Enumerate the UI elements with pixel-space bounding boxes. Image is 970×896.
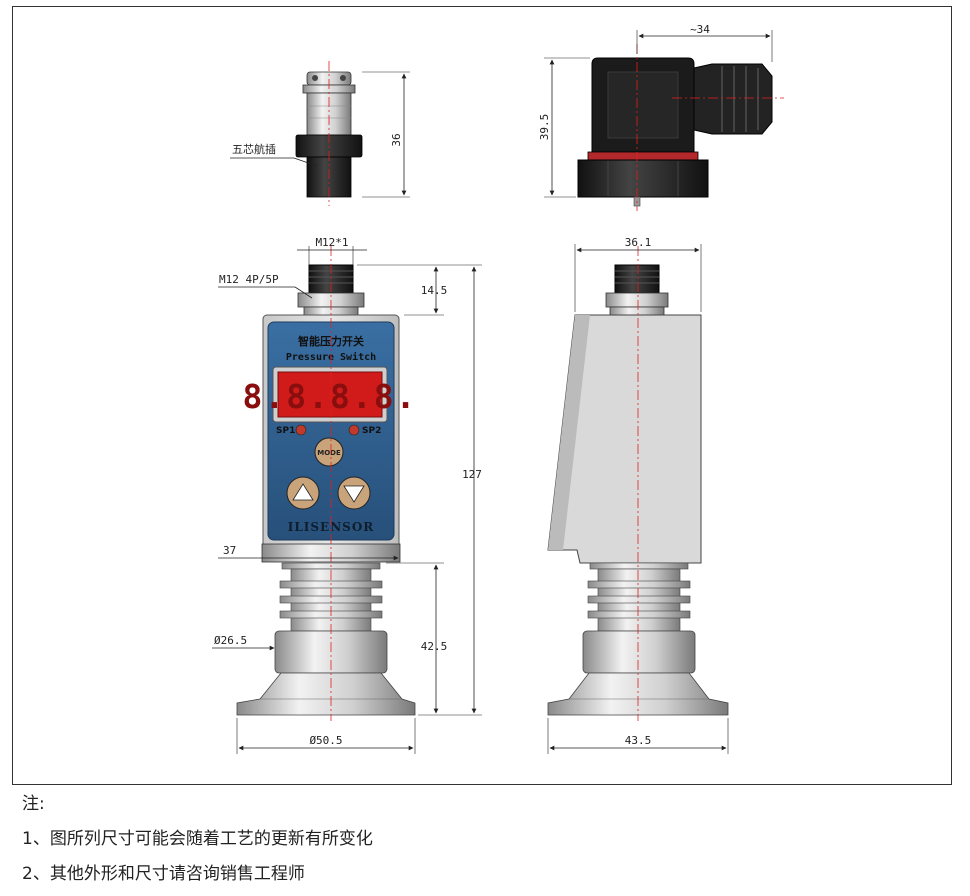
notes-heading: 注: <box>22 794 45 814</box>
five-core-label: 五芯航插 <box>232 142 276 156</box>
m12-pins-label: M12 4P/5P <box>219 273 279 286</box>
notes-section: 注: 1、图所列尺寸可能会随着工艺的更新有所变化 2、其他外形和尺寸请咨询销售工… <box>22 791 373 896</box>
note-item-2: 2、其他外形和尺寸请咨询销售工程师 <box>22 864 305 884</box>
drawing-frame <box>12 6 952 785</box>
dim-fin-height: 42.5 <box>421 640 448 653</box>
note-item-1: 1、图所列尺寸可能会随着工艺的更新有所变化 <box>22 829 373 849</box>
sp1-label: SP1 <box>276 426 295 436</box>
dim-flange-diameter: Ø50.5 <box>309 734 342 747</box>
brand-label: ILISENSOR <box>288 520 375 534</box>
dim-din-width: ~34 <box>690 23 710 36</box>
dim-side-width: 36.1 <box>625 236 652 249</box>
down-arrow-icon <box>343 485 365 503</box>
m12-thread-label: M12*1 <box>315 236 348 249</box>
mode-button[interactable] <box>314 437 344 467</box>
dim-side-flange: 43.5 <box>625 734 652 747</box>
aviation-plug-view: 五芯航插 36 <box>230 61 410 206</box>
dim-total-height: 127 <box>462 468 482 481</box>
sp1-led <box>295 424 307 436</box>
sp2-label: SP2 <box>362 426 381 436</box>
dim-m12-height: 14.5 <box>421 284 448 297</box>
dim-din-height: 39.5 <box>538 114 551 141</box>
dim-neck-diameter: Ø26.5 <box>214 634 247 647</box>
sp2-led <box>348 424 360 436</box>
display-digits: 8.8.8.8. <box>243 377 418 416</box>
technical-drawing: 五芯航插 36 ~34 39.5 <box>212 23 784 754</box>
mode-button-label: MODE <box>317 449 341 457</box>
up-arrow-icon <box>292 483 314 501</box>
dim-body-width: 37 <box>223 544 236 557</box>
dim-aviation-height: 36 <box>390 133 403 146</box>
front-view: 智能压力开关 Pressure Switch 8.8.8.8. SP1 SP2 … <box>212 236 482 754</box>
side-view: 36.1 43.5 <box>547 236 729 754</box>
din-connector-view: ~34 39.5 <box>538 23 784 211</box>
